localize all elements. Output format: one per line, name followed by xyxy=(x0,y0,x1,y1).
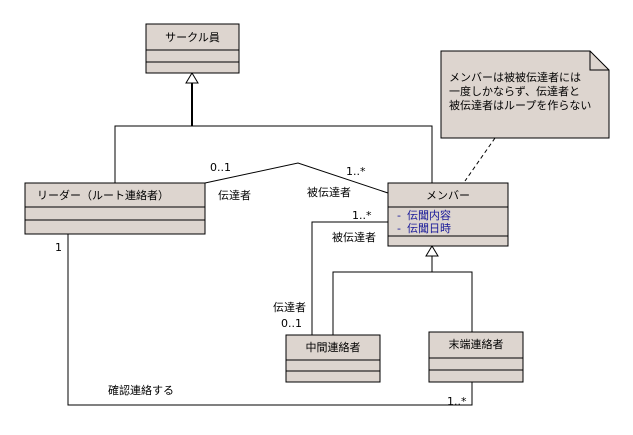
member-generalization-arrowhead xyxy=(425,245,439,257)
association-middle-member xyxy=(311,221,388,335)
association-confirm xyxy=(67,234,473,406)
label-confirm-terminal-multiplicity: 1..* xyxy=(447,395,467,408)
member-attr-1-visibility: - xyxy=(397,209,401,222)
class-middle-contact[interactable]: 中間連絡者 xyxy=(285,334,381,383)
member-generalization-branches xyxy=(332,271,473,335)
label-confirm: 確認連絡する xyxy=(108,383,174,397)
note-line-2: 一度しかならず、伝達者と xyxy=(449,84,580,98)
member-attr-2-name: 伝聞日時 xyxy=(407,222,451,235)
generalization-branches xyxy=(114,125,433,183)
class-middle-contact-name: 中間連絡者 xyxy=(306,340,361,354)
note[interactable]: メンバーは被被伝達者には 一度しかならず、伝達者と 被伝達者はループを作らない xyxy=(440,50,610,139)
label-confirm-leader-multiplicity: 1 xyxy=(55,241,62,254)
label-member-multiplicity: 1..* xyxy=(346,165,366,178)
class-circle-member[interactable]: サークル員 xyxy=(145,23,240,74)
class-circle-member-name: サークル員 xyxy=(165,31,220,44)
label-leader-role: 伝達者 xyxy=(218,189,251,202)
label-leader-multiplicity: 0..1 xyxy=(210,161,231,174)
label-member-role: 被伝達者 xyxy=(307,186,351,199)
note-line-3: 被伝達者はループを作らない xyxy=(449,99,591,112)
label-middle-multiplicity: 0..1 xyxy=(281,317,302,330)
label-middle-member-role: 被伝達者 xyxy=(332,231,376,244)
label-middle-role: 伝達者 xyxy=(273,301,306,314)
note-body xyxy=(440,50,610,139)
note-line-1: メンバーは被被伝達者には xyxy=(449,71,581,84)
class-terminal-contact[interactable]: 末端連絡者 xyxy=(428,331,524,383)
label-middle-member-multiplicity: 1..* xyxy=(352,209,372,222)
class-middle-contact-box xyxy=(285,334,381,383)
note-fold xyxy=(589,51,609,71)
class-leader-name: リーダー（ルート連絡者） xyxy=(37,188,169,202)
note-anchor xyxy=(464,137,496,182)
class-terminal-contact-box xyxy=(428,331,524,383)
class-circle-member-box xyxy=(145,23,240,74)
class-member-name: メンバー xyxy=(426,189,470,202)
generalization-arrowhead xyxy=(185,72,199,84)
class-leader-box xyxy=(24,182,206,235)
class-member[interactable]: メンバー - 伝聞内容 - 伝聞日時 xyxy=(387,182,509,247)
class-leader[interactable]: リーダー（ルート連絡者） xyxy=(24,182,206,235)
class-terminal-contact-name: 末端連絡者 xyxy=(449,337,504,351)
member-attr-1-name: 伝聞内容 xyxy=(407,208,451,222)
association-leader-member xyxy=(204,162,389,194)
member-attr-2-visibility: - xyxy=(397,222,401,235)
